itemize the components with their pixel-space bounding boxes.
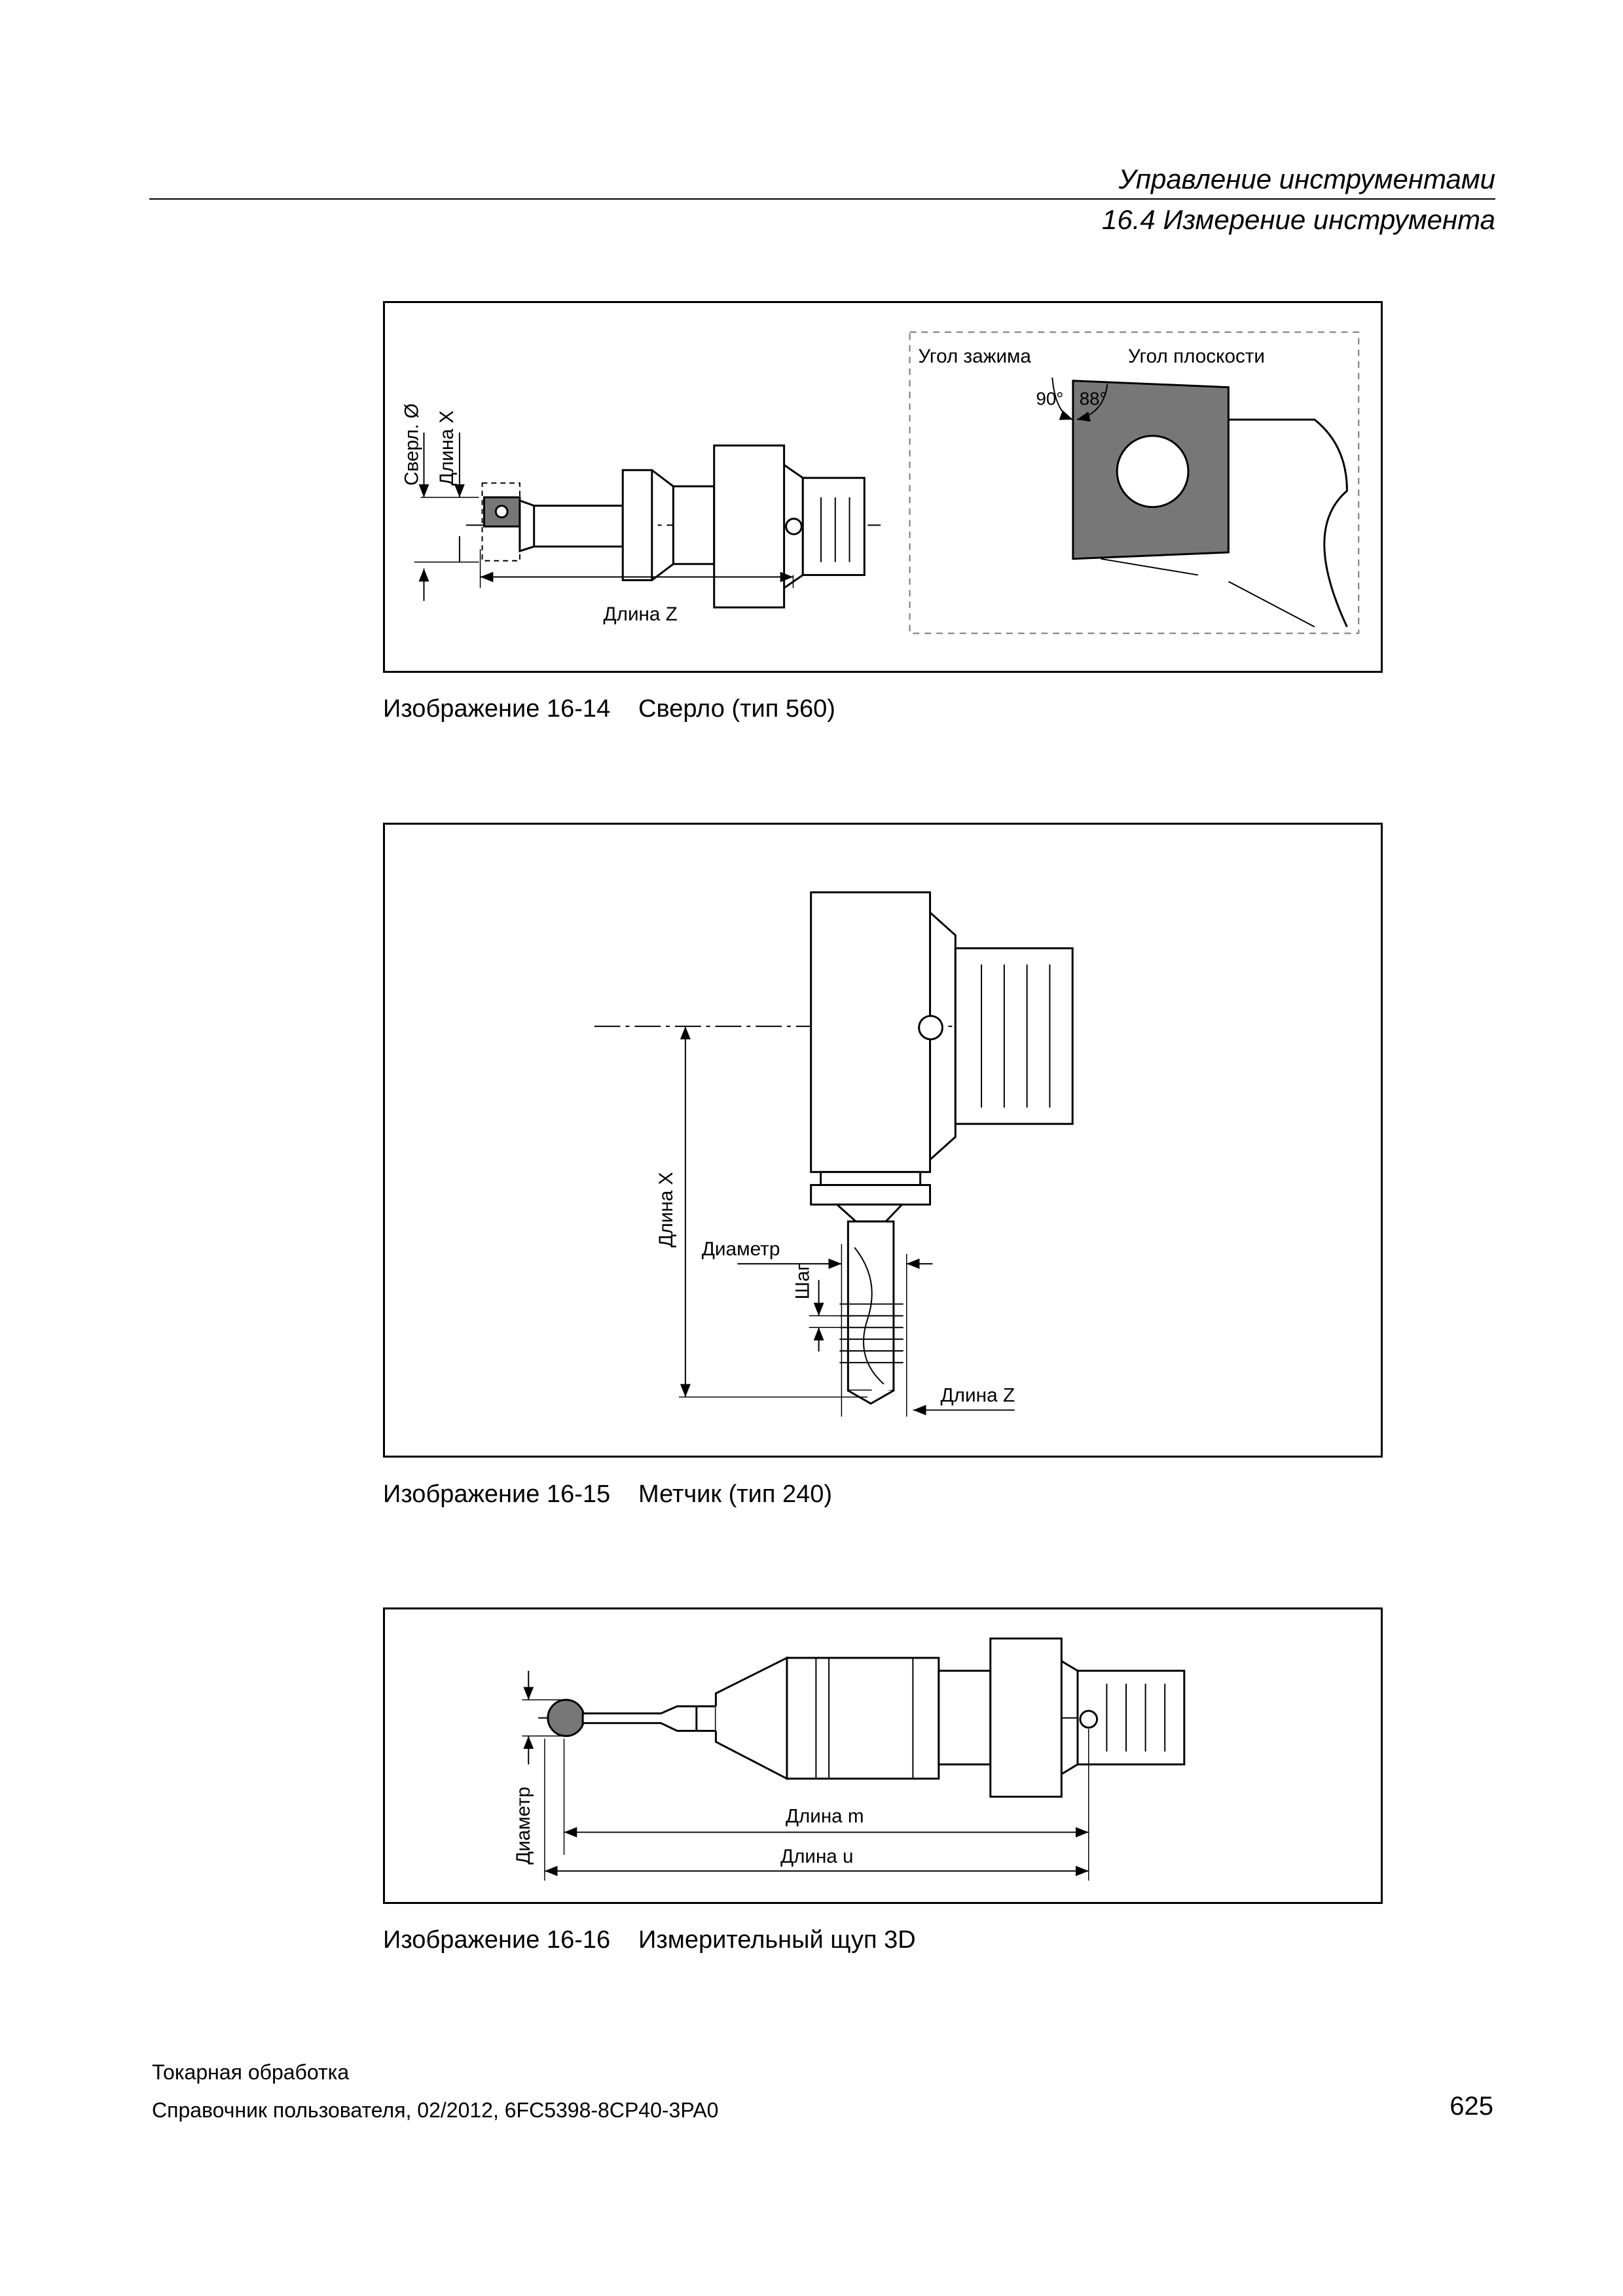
- probe-diagram: Диаметр Длина m Длина u: [513, 1637, 1186, 1881]
- header-rule: [149, 198, 1495, 200]
- caption-title: Измерительный щуп 3D: [638, 1926, 916, 1954]
- label-drill-dia: Сверл. Ø: [401, 403, 423, 486]
- drill-diagram: Сверл. Ø Длина X Длина Z Угол зажима Уго…: [401, 331, 1360, 634]
- label-length-x: Длина X: [436, 410, 458, 486]
- figure-probe: Диаметр Длина m Длина u: [383, 1607, 1383, 1904]
- caption-16-15: Изображение 16-15 Метчик (тип 240): [383, 1480, 832, 1509]
- caption-16-16: Изображение 16-16 Измерительный щуп 3D: [383, 1926, 916, 1954]
- section-title: 16.4 Измерение инструмента: [1102, 204, 1495, 235]
- label-angle-88: 88°: [1080, 388, 1107, 408]
- label-plane-angle: Угол плоскости: [1128, 346, 1265, 367]
- label-clamp-angle: Угол зажима: [918, 346, 1031, 367]
- footer-manual-title: Токарная обработка: [152, 2060, 350, 2084]
- label-length-u: Длина u: [780, 1846, 853, 1867]
- label-length-z: Длина Z: [604, 603, 678, 625]
- label-length-x: Длина X: [655, 1172, 677, 1247]
- page-number: 625: [1450, 2092, 1493, 2121]
- caption-title: Сверло (тип 560): [638, 695, 835, 723]
- label-diameter: Диаметр: [702, 1238, 780, 1260]
- label-angle-90: 90°: [1036, 388, 1064, 408]
- chapter-title: Управление инструментами: [1118, 164, 1495, 194]
- caption-16-14: Изображение 16-14 Сверло (тип 560): [383, 695, 835, 723]
- label-pitch: Шаг: [792, 1264, 814, 1300]
- footer-manual-info: Справочник пользователя, 02/2012, 6FC539…: [152, 2098, 719, 2122]
- figure-drill: Сверл. Ø Длина X Длина Z Угол зажима Уго…: [383, 301, 1383, 673]
- caption-number: Изображение 16-16: [383, 1926, 611, 1954]
- label-diameter: Диаметр: [513, 1787, 534, 1865]
- figure-tap: Длина X Диаметр Шаг Длина Z: [383, 823, 1383, 1458]
- caption-title: Метчик (тип 240): [638, 1480, 833, 1508]
- tap-diagram: Длина X Диаметр Шаг Длина Z: [594, 891, 1076, 1417]
- caption-number: Изображение 16-15: [383, 1480, 611, 1508]
- label-length-z: Длина Z: [940, 1385, 1015, 1407]
- caption-number: Изображение 16-14: [383, 695, 611, 723]
- label-length-m: Длина m: [786, 1806, 864, 1827]
